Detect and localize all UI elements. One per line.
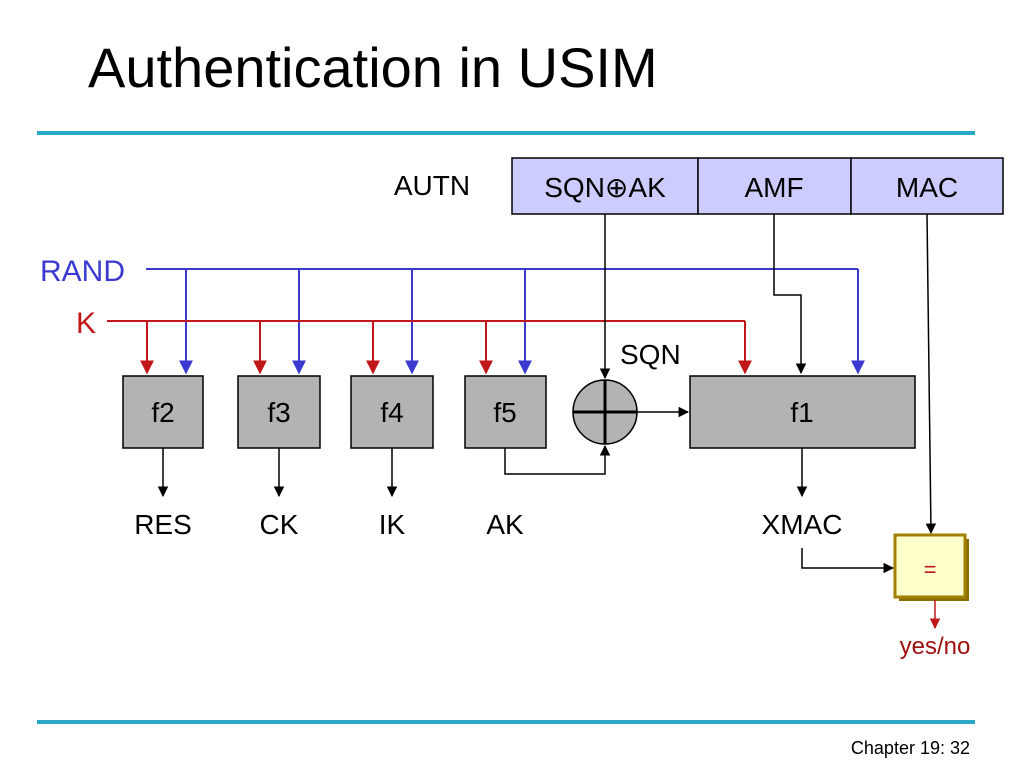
sqn-ak-label: SQN⊕AK bbox=[544, 172, 666, 203]
function-f1: f1 bbox=[689, 375, 916, 449]
bottom-divider bbox=[37, 720, 975, 724]
function-f4: f4 bbox=[350, 375, 434, 449]
autn-field-sqn-ak: SQN⊕AK bbox=[511, 157, 699, 215]
amf-label: AMF bbox=[744, 172, 803, 203]
result-label: yes/no bbox=[900, 633, 971, 660]
output-ak: AK bbox=[486, 509, 524, 540]
autn-label: AUTN bbox=[394, 170, 470, 201]
autn-field-amf: AMF bbox=[697, 157, 852, 215]
output-ck: CK bbox=[260, 509, 299, 540]
autn-field-mac: MAC bbox=[850, 157, 1004, 215]
compare-block: = bbox=[893, 533, 969, 601]
f5-label: f5 bbox=[493, 397, 516, 428]
sqn-label: SQN bbox=[620, 339, 681, 370]
f4-label: f4 bbox=[380, 397, 403, 428]
rand-bus bbox=[146, 268, 865, 375]
top-divider bbox=[37, 131, 975, 135]
f3-label: f3 bbox=[267, 397, 290, 428]
output-res: RES bbox=[134, 509, 192, 540]
slide-title: Authentication in USIM bbox=[88, 36, 658, 99]
slide-footer: Chapter 19: 32 bbox=[850, 738, 970, 758]
k-label: K bbox=[76, 307, 96, 340]
connectors bbox=[157, 213, 937, 574]
compare-symbol: = bbox=[924, 557, 937, 582]
output-ik: IK bbox=[379, 509, 406, 540]
function-f2: f2 bbox=[122, 375, 204, 449]
f1-label: f1 bbox=[790, 397, 813, 428]
xor-operator bbox=[572, 379, 638, 445]
f2-label: f2 bbox=[151, 397, 174, 428]
k-bus bbox=[107, 320, 752, 375]
output-xmac: XMAC bbox=[762, 509, 843, 540]
mac-label: MAC bbox=[896, 172, 958, 203]
function-f3: f3 bbox=[237, 375, 321, 449]
rand-label: RAND bbox=[40, 255, 125, 288]
function-f5: f5 bbox=[464, 375, 547, 449]
